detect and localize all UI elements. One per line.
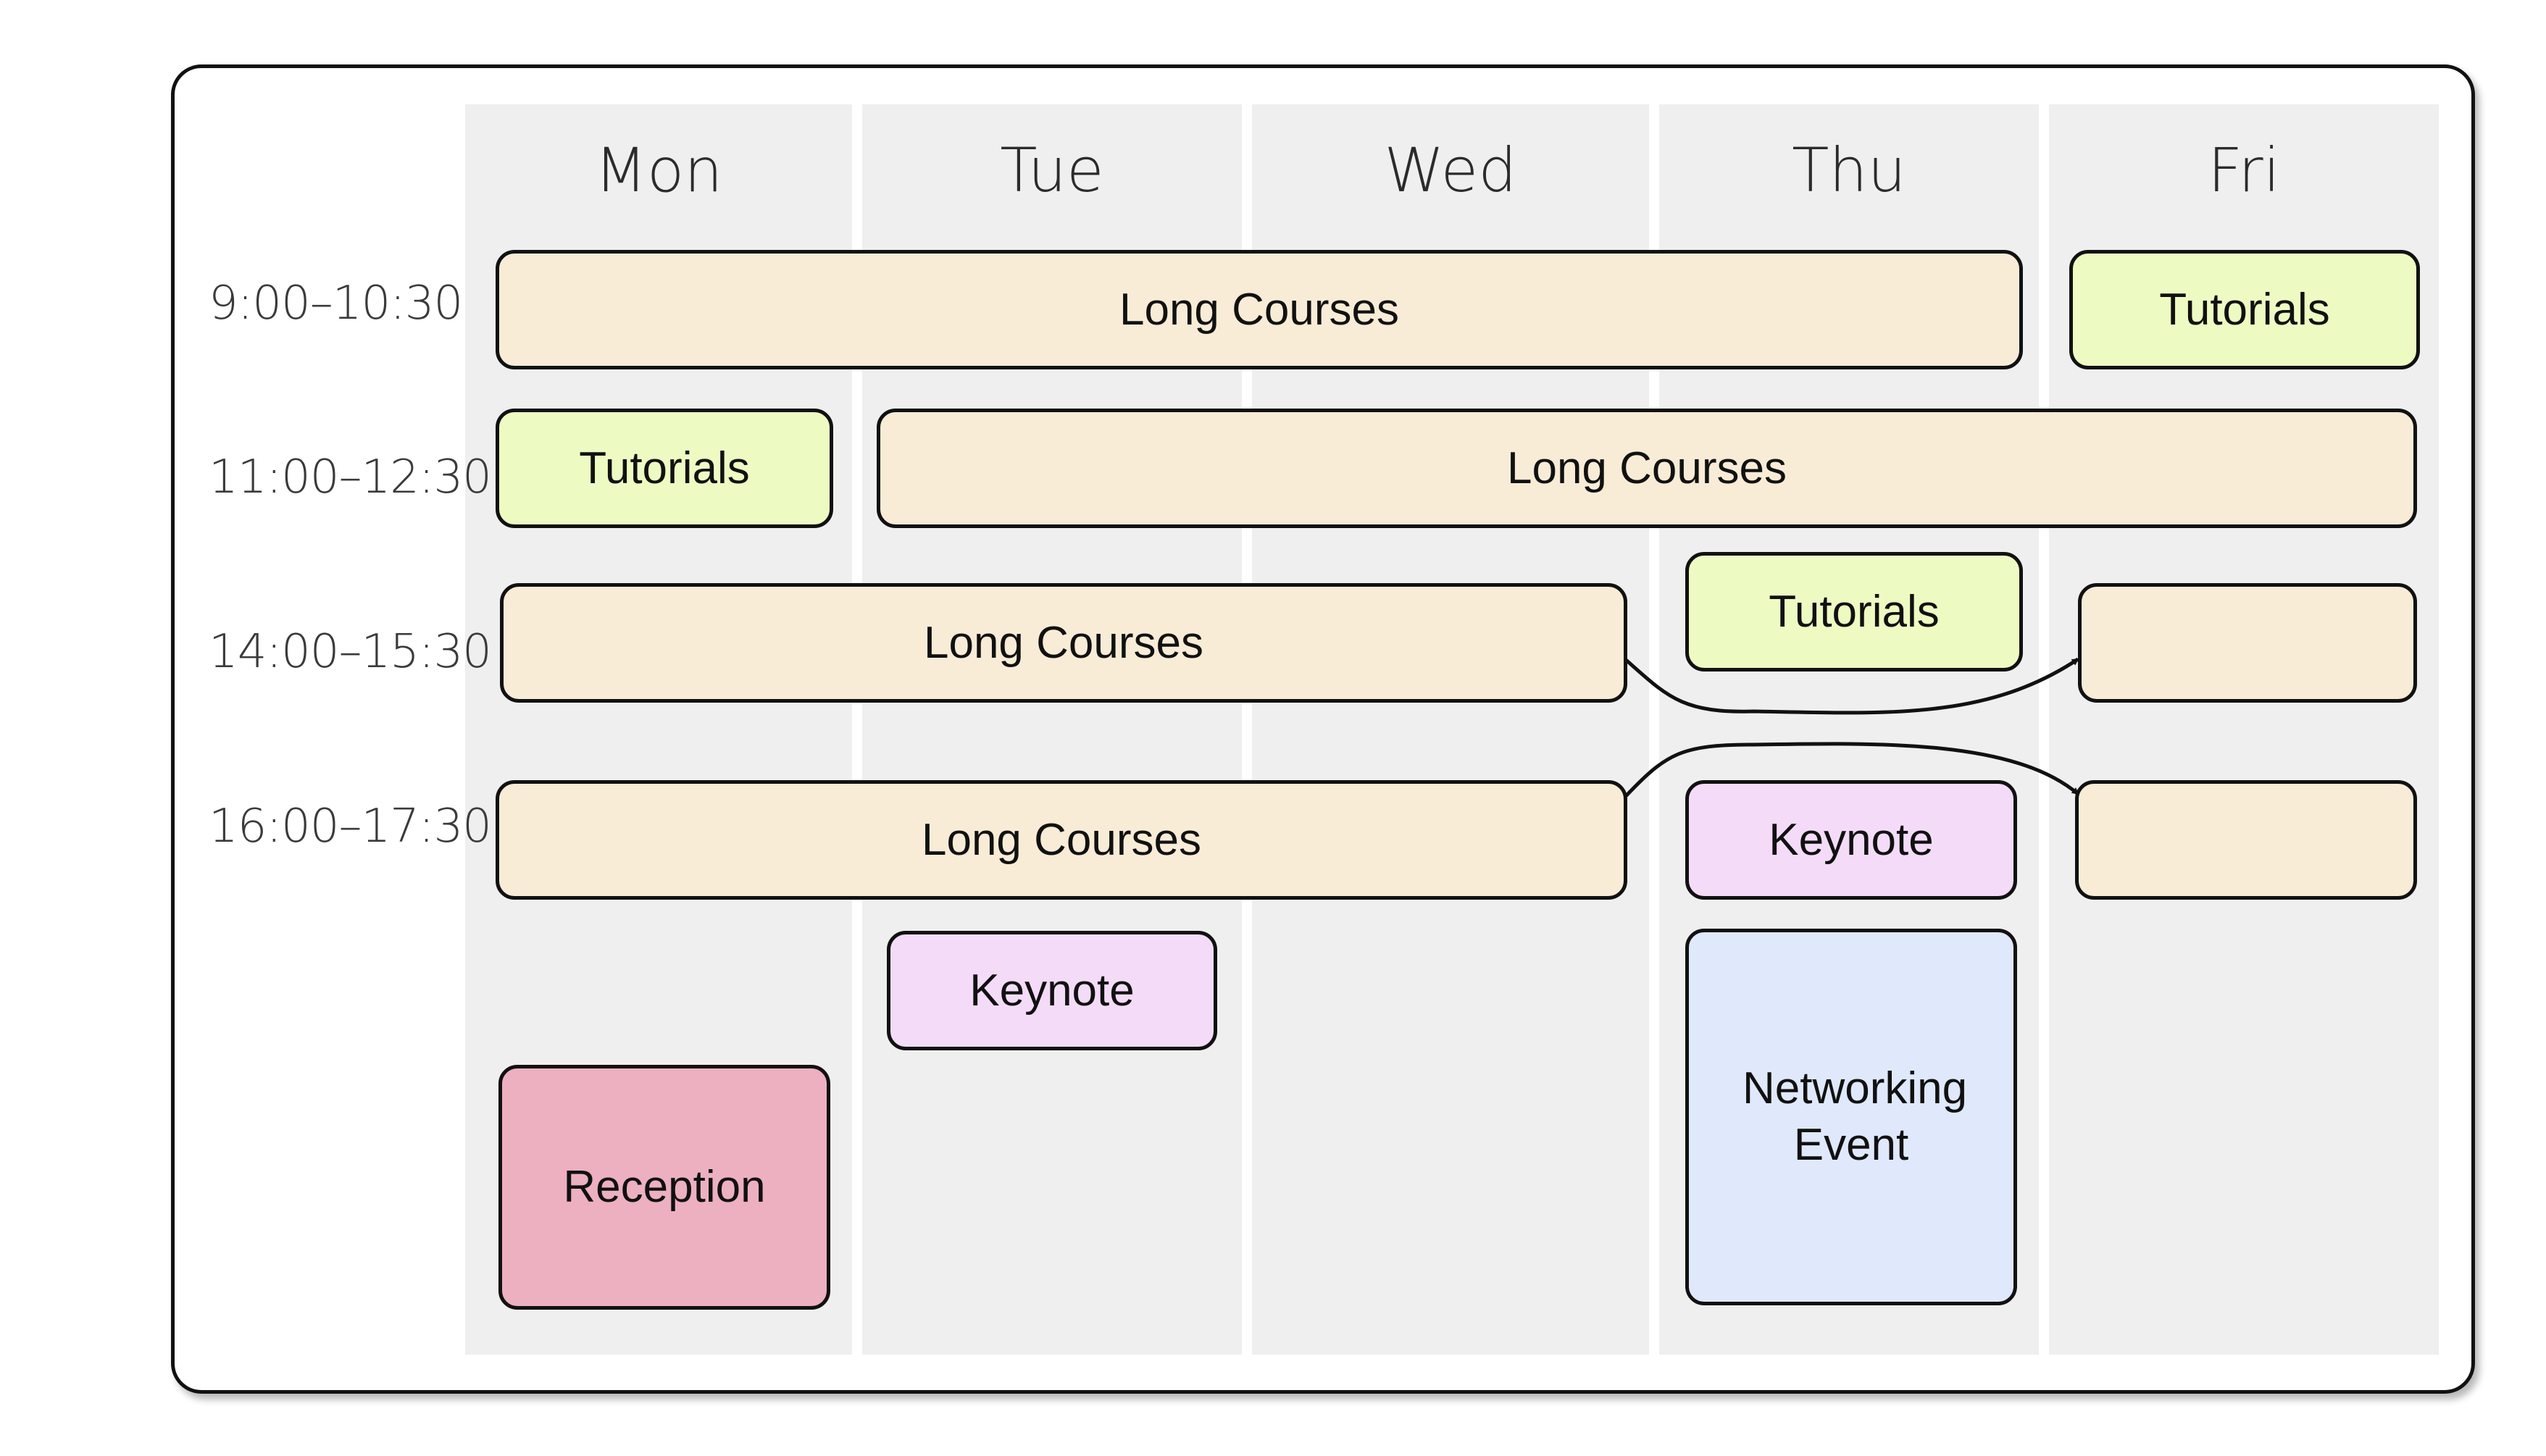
event-label: Long Courses [1119,284,1400,335]
event-label: Tutorials [579,443,750,493]
event-label: Long Courses [1506,443,1787,493]
event-label: Tutorials [2159,284,2330,335]
event-label: Long Courses [921,814,1202,865]
event-label: Keynote [1769,814,1934,865]
event-tutorials-mon-midday: Tutorials [496,409,833,528]
event-long-courses-midday: Long Courses [877,409,2417,528]
event-label: Networking Event [1742,1063,1968,1170]
day-header-tue: Tue [1000,135,1104,206]
event-long-courses-evening: Long Courses [496,780,1627,900]
event-tutorials-thu-afternoon: Tutorials [1685,552,2023,671]
event-label: Keynote [969,965,1135,1016]
event-fri-evening-continuation [2075,780,2417,900]
time-slot-label-2: 11:00–12:30 [209,451,492,504]
event-label: Reception [563,1162,766,1212]
event-long-courses-morning: Long Courses [496,250,2023,369]
event-reception: Reception [498,1065,830,1310]
event-long-courses-afternoon: Long Courses [500,583,1627,703]
day-header-wed: Wed [1384,135,1517,206]
time-slot-label-4: 16:00–17:30 [209,800,492,853]
event-keynote-thu: Keynote [1685,780,2017,900]
day-header-fri: Fri [2207,135,2281,206]
event-networking: Networking Event [1685,929,2017,1305]
time-slot-label-1: 9:00–10:30 [209,277,463,330]
event-tutorials-fri-morning: Tutorials [2069,250,2420,369]
time-slot-label-3: 14:00–15:30 [209,625,492,679]
event-keynote-tue: Keynote [887,931,1217,1050]
day-header-mon: Mon [594,135,723,206]
day-header-thu: Thu [1792,135,1906,206]
event-label: Tutorials [1769,586,1940,637]
event-label: Long Courses [923,617,1204,668]
event-fri-afternoon-continuation [2078,583,2417,703]
